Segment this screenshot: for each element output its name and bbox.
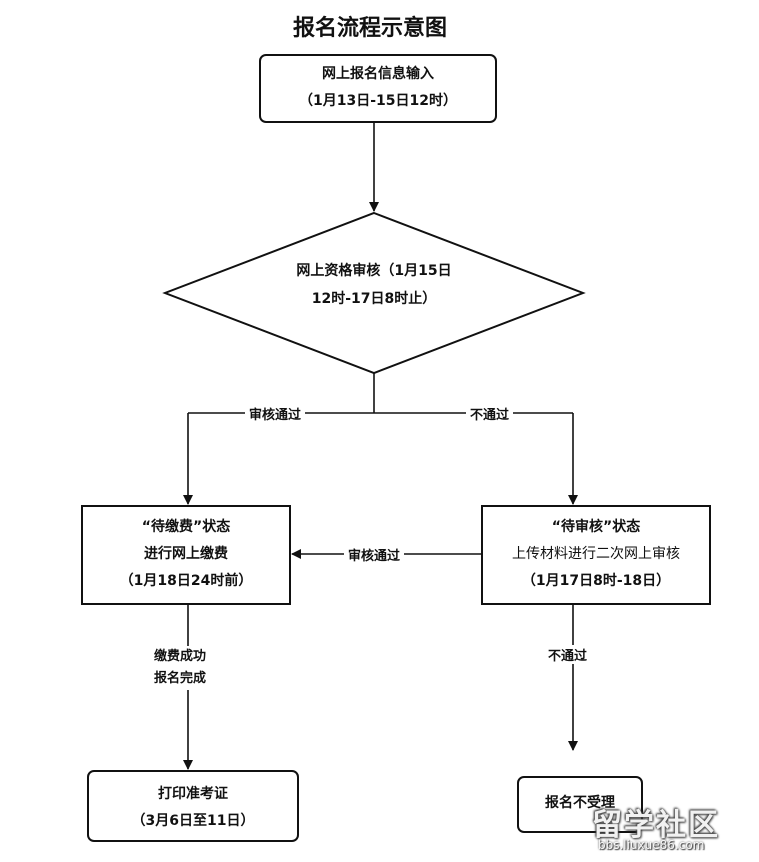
edge-label-fail: 不通过	[466, 404, 514, 423]
pending-node-line: 上传材料进行二次网上审核	[512, 546, 680, 562]
edge-label-line: 报名完成	[154, 671, 207, 686]
payment-box	[81, 505, 291, 605]
print-node-line: （3月6日至11日）	[131, 813, 255, 829]
reject-box	[517, 776, 643, 833]
review-node-line: 12时-17日8时止）	[311, 291, 437, 307]
input-node-line: 网上报名信息输入	[322, 66, 434, 82]
review-node-label: 网上资格审核（1月15日 12时-17日8时止）	[224, 257, 524, 313]
edge-label-pay-success: 缴费成功 报名完成	[150, 646, 211, 690]
edge-label-line: 缴费成功	[154, 649, 207, 664]
payment-node-line: （1月18日24时前）	[119, 573, 253, 589]
pending-node-line: “待审核”状态	[551, 519, 641, 535]
review-node-line: 网上资格审核（1月15日	[296, 263, 452, 279]
edge-label-pass-second: 审核通过	[344, 545, 405, 564]
print-box	[87, 770, 299, 842]
pending-box	[481, 505, 711, 605]
input-node-label: 网上报名信息输入 （1月13日-15日12时）	[260, 61, 496, 115]
payment-node-line: “待缴费”状态	[141, 519, 231, 535]
payment-node-label: “待缴费”状态 进行网上缴费 （1月18日24时前）	[82, 514, 290, 595]
pending-node-line: （1月17日8时-18日）	[521, 573, 671, 589]
payment-node-line: 进行网上缴费	[144, 546, 228, 562]
edge-label-pass: 审核通过	[245, 404, 306, 423]
print-node-label: 打印准考证 （3月6日至11日）	[88, 781, 298, 835]
input-node-line: （1月13日-15日12时）	[299, 93, 457, 109]
watermark-url: bbs.liuxue86.com	[598, 838, 705, 852]
reject-node-label: 报名不受理	[545, 795, 615, 811]
diagram-title: 报名流程示意图	[292, 16, 447, 41]
watermark-logo: 留学社区 bbs.liuxue86.com	[590, 800, 750, 858]
pending-node-label: “待审核”状态 上传材料进行二次网上审核 （1月17日8时-18日）	[482, 514, 710, 595]
input-box	[259, 54, 497, 123]
edge-label-fail-second: 不通过	[544, 645, 592, 664]
watermark-logo-mark: 留学社区	[592, 808, 720, 843]
print-node-line: 打印准考证	[158, 786, 228, 802]
